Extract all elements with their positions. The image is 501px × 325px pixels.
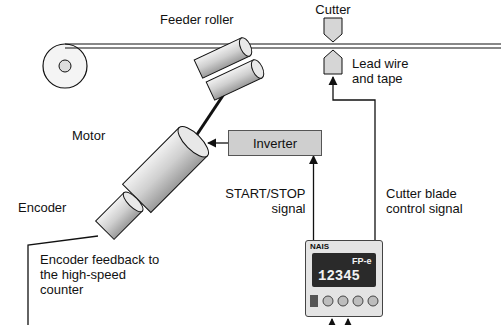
part-label: Cutter [313, 2, 353, 17]
motor-drive-line [208, 142, 228, 143]
signal-label: START/STOP signal [222, 186, 306, 216]
input-arrow [347, 319, 348, 325]
part-label: Lead wire and tape [352, 56, 432, 86]
input-arrow [331, 319, 332, 325]
encoder [96, 189, 146, 239]
part-label: Feeder roller [160, 12, 260, 27]
cutter-blade [324, 18, 342, 74]
cutter-control-line [333, 77, 375, 240]
signal-label: Cutter blade control signal [386, 186, 491, 216]
key-buttons [306, 289, 382, 315]
display-text: NAIS [310, 242, 329, 251]
signal-connector [313, 156, 314, 240]
inverter-box: Inverter [228, 130, 322, 156]
signal-label: Encoder feedback to the high-speed count… [40, 252, 170, 297]
supply-roll [43, 44, 87, 88]
box-label: Inverter [253, 136, 297, 151]
part-label: Motor [72, 128, 132, 143]
display-text: 12345 [318, 268, 360, 284]
feeder-roller [206, 58, 266, 100]
part-label: Encoder [18, 200, 88, 215]
lead-wire-tape [65, 44, 501, 48]
display-text: FP-e [352, 256, 372, 266]
plc-controller: NAIS FP-e 12345 [305, 240, 383, 317]
